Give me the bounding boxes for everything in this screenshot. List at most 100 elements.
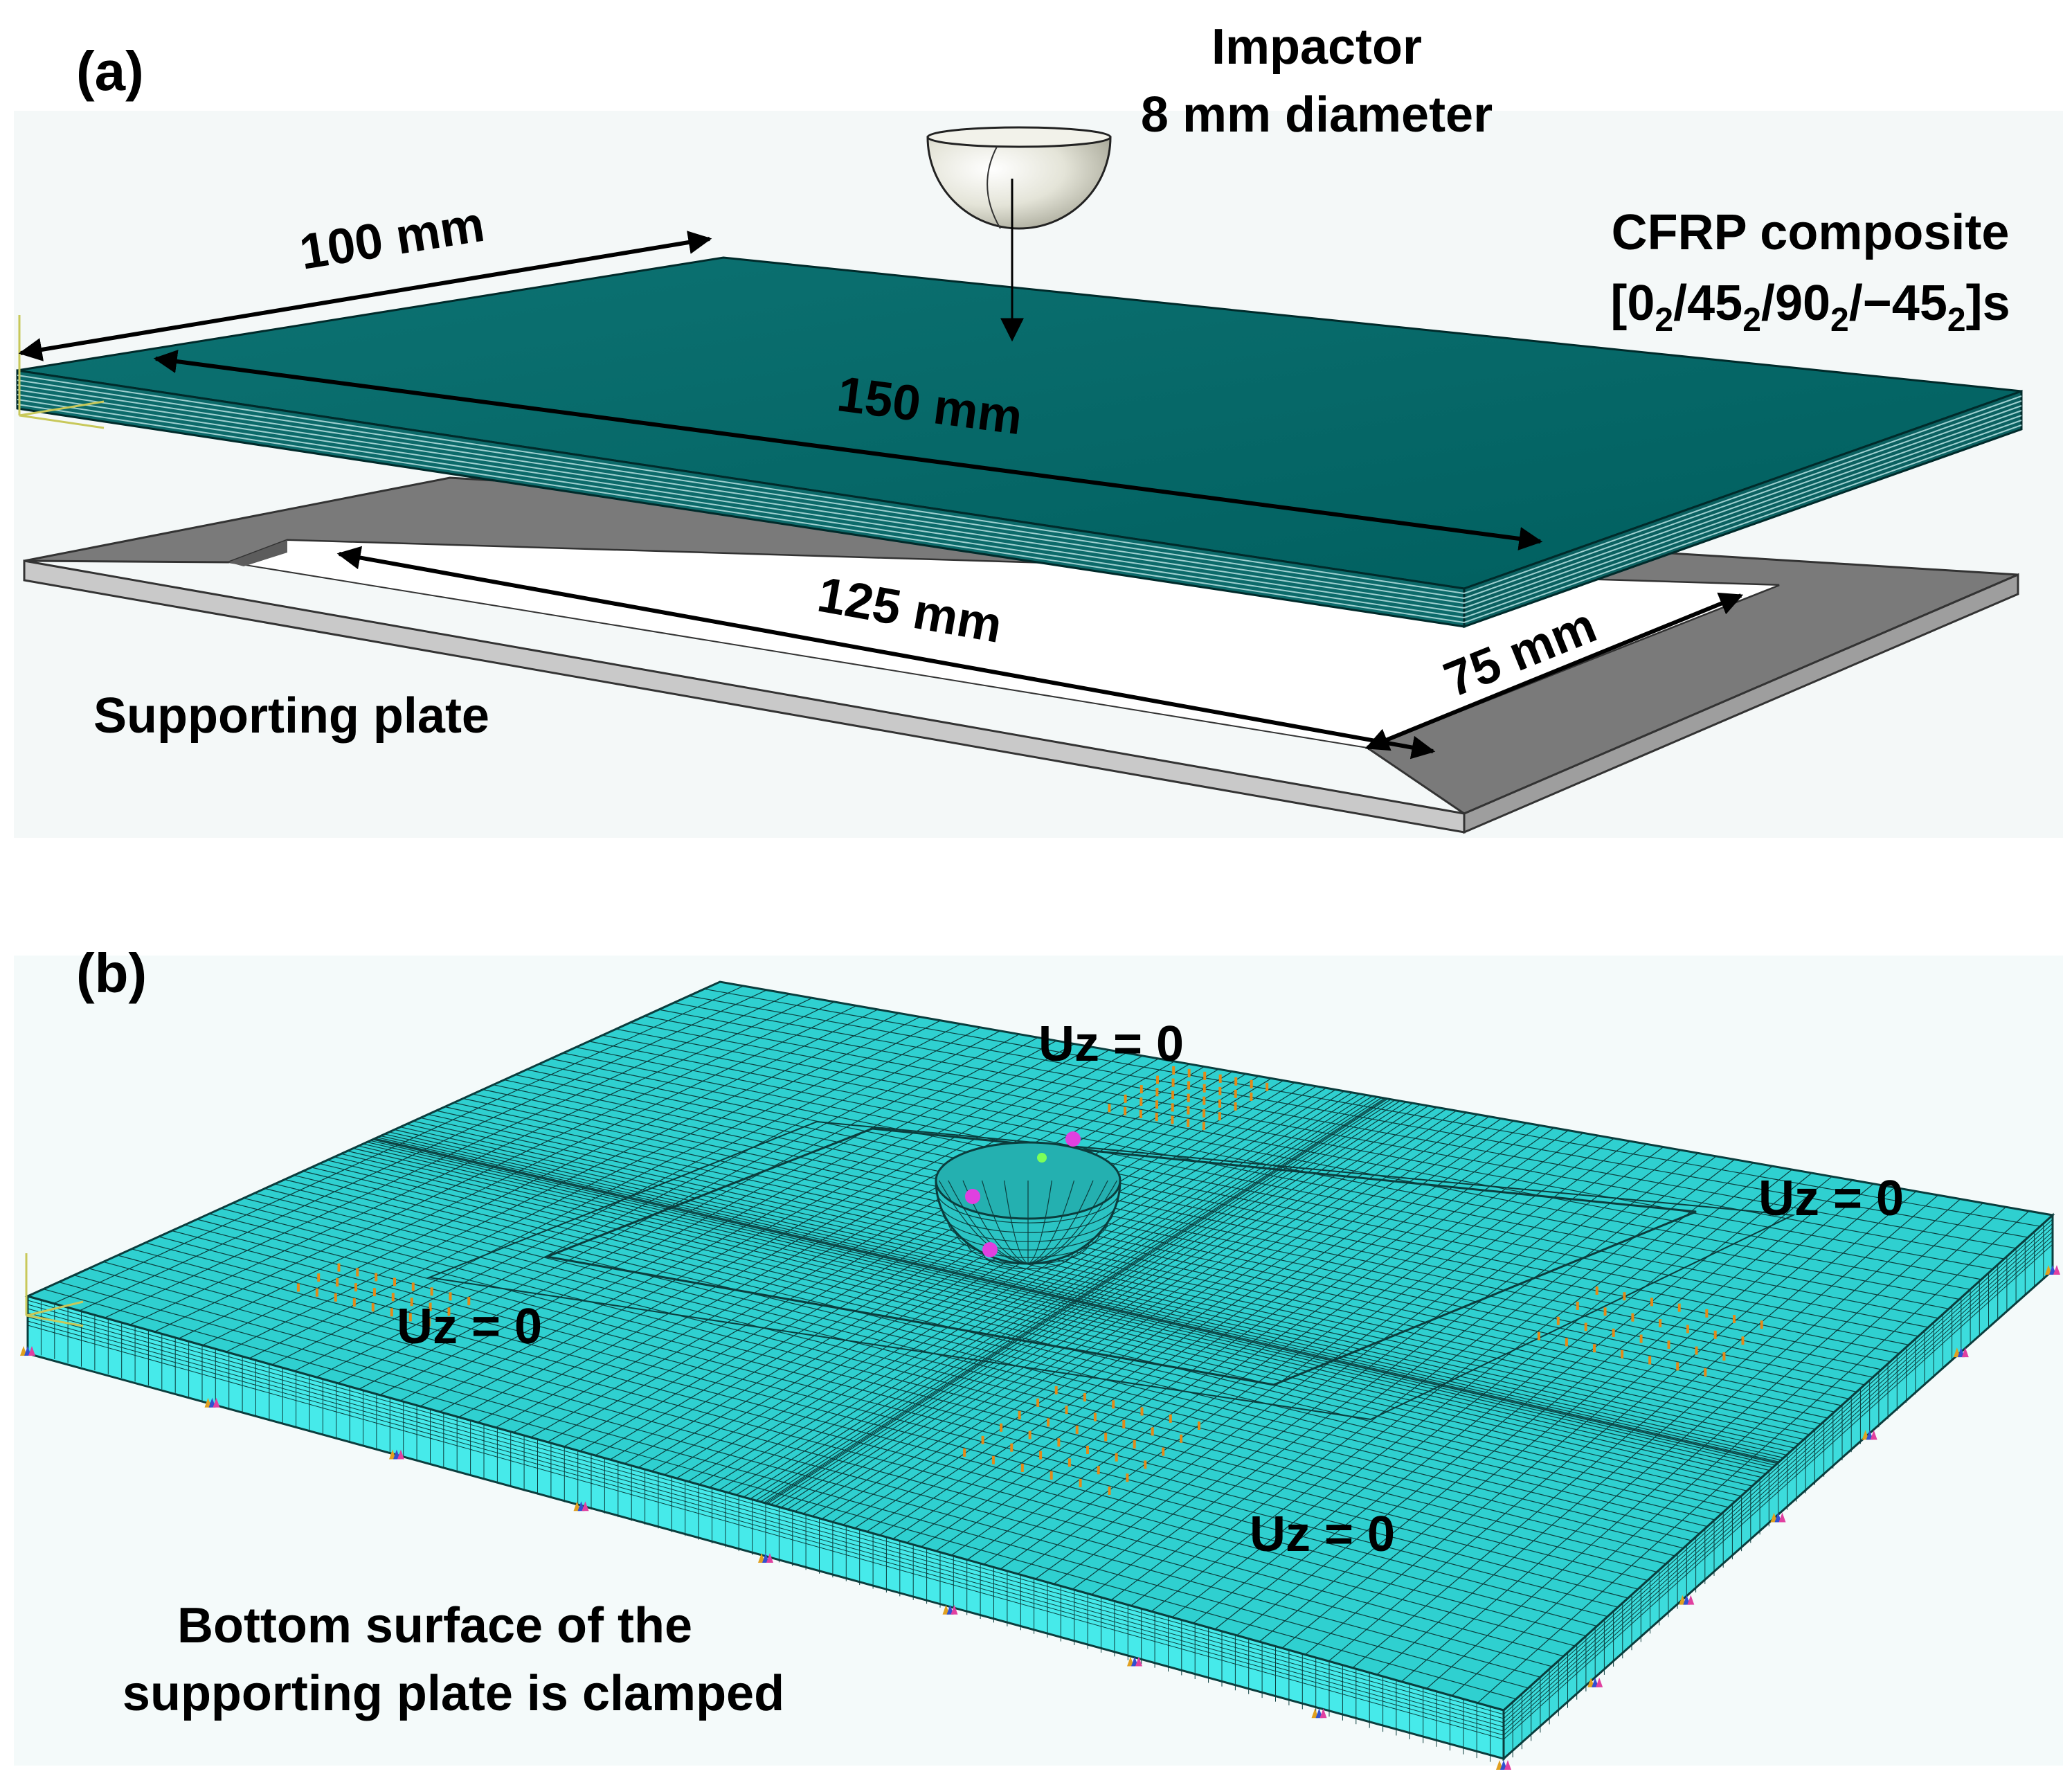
dim-arrow-150mm	[153, 350, 1543, 550]
bc-marker	[1172, 1066, 1175, 1075]
bc-marker	[390, 1308, 393, 1317]
clamp-symbol	[1496, 1760, 1511, 1770]
mesh-line	[380, 1135, 1784, 1459]
bc-marker	[315, 1288, 318, 1297]
impactor-rim	[926, 126, 1112, 148]
bc-marker	[1659, 1319, 1662, 1327]
bc-marker	[1187, 1081, 1191, 1090]
clamp-symbol	[573, 1501, 589, 1512]
impactor	[926, 126, 1112, 342]
mesh-line	[373, 1138, 1778, 1464]
mesh-line	[27, 1308, 1504, 1723]
mesh-line	[171, 1230, 1619, 1608]
bc-marker	[1686, 1325, 1689, 1334]
bc-marker	[1155, 1113, 1158, 1122]
bc-marker	[1169, 1414, 1172, 1423]
bc-marker	[1104, 1433, 1108, 1442]
bc-marker	[1650, 1298, 1653, 1307]
mesh-line	[615, 1028, 1971, 1290]
panel-a: (a) Impactor 8 mm diameter CFRP composit…	[14, 19, 2063, 838]
bc-marker	[1202, 1109, 1206, 1118]
axis-triad-b	[25, 1253, 84, 1327]
mesh-line	[444, 1106, 1835, 1412]
bc-marker	[1049, 1471, 1053, 1480]
mesh-line	[375, 1138, 1779, 1462]
bc-marker	[410, 1298, 413, 1307]
mesh-line	[347, 1150, 1758, 1482]
mesh-line	[243, 1197, 1675, 1557]
mesh-line	[1503, 1231, 2053, 1728]
impactor-meridian	[1027, 1180, 1094, 1264]
bc-marker	[1171, 1115, 1174, 1124]
bc-marker	[375, 1273, 378, 1282]
mesh-line	[526, 1069, 1900, 1354]
bc-marker	[1705, 1309, 1709, 1318]
bc-marker	[1760, 1320, 1763, 1329]
bc-marker	[427, 1318, 431, 1327]
bc-marker	[1036, 1398, 1040, 1407]
mesh-line	[377, 1137, 1781, 1461]
clamp-symbol	[1127, 1656, 1142, 1667]
clamp-symbol	[1770, 1512, 1786, 1523]
bc-marker	[1623, 1292, 1626, 1301]
impactor-parallel	[948, 1221, 1108, 1250]
bc-marker	[334, 1293, 337, 1302]
mesh-side-grid	[27, 1215, 2053, 1766]
bc-marker	[1122, 1420, 1126, 1428]
impactor-meridian	[948, 1180, 1029, 1264]
clamp-symbol	[389, 1449, 404, 1460]
bc-marker	[963, 1448, 966, 1457]
bc-marker	[1695, 1346, 1698, 1355]
bc-marker	[467, 1297, 471, 1306]
bc-marker	[1124, 1106, 1127, 1115]
bc-marker	[1218, 1112, 1221, 1121]
bc-marker	[1171, 1091, 1175, 1100]
bc-marker	[1187, 1093, 1190, 1102]
clamp-symbol	[204, 1397, 220, 1408]
mesh-line	[399, 1127, 1799, 1444]
bc-marker	[1234, 1077, 1238, 1086]
bc-marker	[1108, 1487, 1111, 1495]
impactor-parallel	[955, 1232, 1101, 1258]
bc-marker	[1028, 1430, 1032, 1439]
clamp-note-line-1: Bottom surface of the	[177, 1598, 692, 1653]
bc-marker	[1162, 1447, 1165, 1456]
bc-marker	[1250, 1079, 1253, 1088]
bc-marker	[991, 1455, 995, 1464]
mesh-line	[103, 1261, 1564, 1657]
bc-marker	[1612, 1328, 1615, 1337]
bc-marker	[1733, 1315, 1736, 1323]
bc-marker	[1203, 1071, 1207, 1080]
clamp-symbol	[1862, 1430, 1877, 1440]
bc-marker	[447, 1307, 451, 1316]
bc-marker	[1265, 1082, 1269, 1091]
bc-marker	[1234, 1089, 1237, 1098]
mesh-line	[27, 1316, 1504, 1732]
bc-marker	[1151, 1427, 1154, 1436]
bc-marker	[1639, 1334, 1643, 1343]
bc-marker	[372, 1288, 376, 1297]
bc-marker	[1584, 1322, 1587, 1331]
reference-point-marker	[1037, 1153, 1047, 1163]
mesh-line	[550, 1058, 1919, 1337]
mesh-line	[1503, 1244, 2053, 1740]
bc-marker	[1202, 1084, 1206, 1093]
clamp-symbol	[1679, 1595, 1695, 1605]
mesh-line	[27, 1325, 1504, 1740]
bc-marker	[1140, 1407, 1144, 1416]
bc-marker	[1187, 1068, 1191, 1077]
bc-marker	[391, 1293, 395, 1302]
bc-marker	[1047, 1418, 1050, 1427]
mesh-line	[73, 1275, 1541, 1678]
bc-marker	[1648, 1356, 1652, 1365]
bc-marker	[1595, 1286, 1598, 1295]
bc-marker	[1065, 1406, 1068, 1415]
bc-marker	[1631, 1313, 1634, 1322]
bc-marker	[1010, 1443, 1014, 1452]
mesh-line	[462, 1097, 1849, 1399]
mesh-line	[1503, 1227, 2053, 1723]
bc-label-left: Uz = 0	[397, 1299, 542, 1354]
mesh-line	[1503, 1223, 2053, 1719]
bc-marker	[1202, 1122, 1205, 1131]
